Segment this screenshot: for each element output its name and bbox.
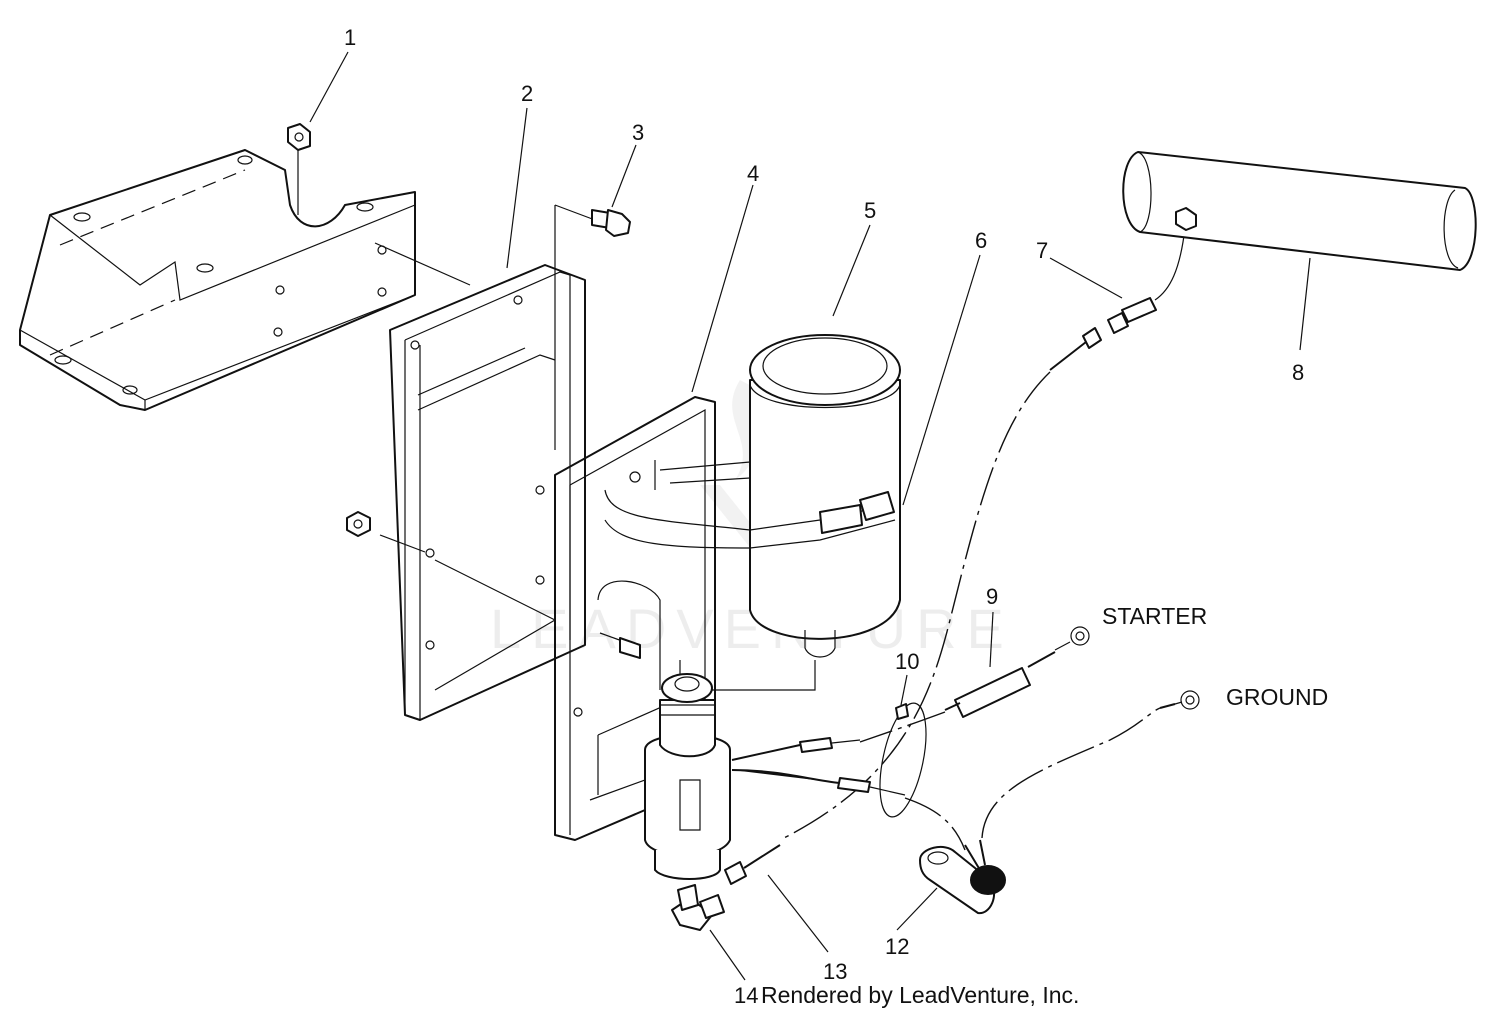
callout-12: 12 — [885, 934, 909, 959]
part-1-mount-frame — [19, 123, 416, 411]
callout-10: 10 — [895, 649, 919, 674]
part-7-sender — [1107, 227, 1186, 334]
sender-wire — [779, 327, 1102, 841]
render-credit: Rendered by LeadVenture, Inc. — [761, 982, 1079, 1008]
part-2-mounting-plate — [346, 242, 586, 721]
callout-8: 8 — [1292, 360, 1304, 385]
callout-7: 7 — [1036, 238, 1048, 263]
callout-3: 3 — [632, 120, 644, 145]
leader-lines — [309, 51, 1311, 981]
callout-9: 9 — [986, 584, 998, 609]
part-8-fuel-tank — [1122, 151, 1477, 271]
callout-5: 5 — [864, 198, 876, 223]
callout-14: 14 — [734, 983, 758, 1008]
part-12-ground-terminal — [919, 690, 1200, 915]
ground-label: GROUND — [1226, 684, 1328, 710]
callout-13: 13 — [823, 959, 847, 984]
starter-label: STARTER — [1102, 603, 1207, 629]
part-3-bolt — [554, 204, 631, 450]
callout-2: 2 — [521, 81, 533, 106]
fuel-shutoff-solenoid — [644, 673, 966, 880]
callouts: 1 2 3 4 5 6 7 8 9 10 12 13 14 — [344, 25, 1304, 1008]
part-6-clamp-strap — [604, 460, 896, 549]
callout-4: 4 — [747, 161, 759, 186]
callout-6: 6 — [975, 228, 987, 253]
part-14-elbow-fitting — [671, 884, 725, 931]
callout-1: 1 — [344, 25, 356, 50]
part-5-filter-canister — [679, 334, 901, 691]
part-9-fuse-holder — [859, 626, 1090, 743]
part-13-fuel-line — [724, 844, 781, 885]
part-10-wire-tie — [879, 702, 927, 818]
